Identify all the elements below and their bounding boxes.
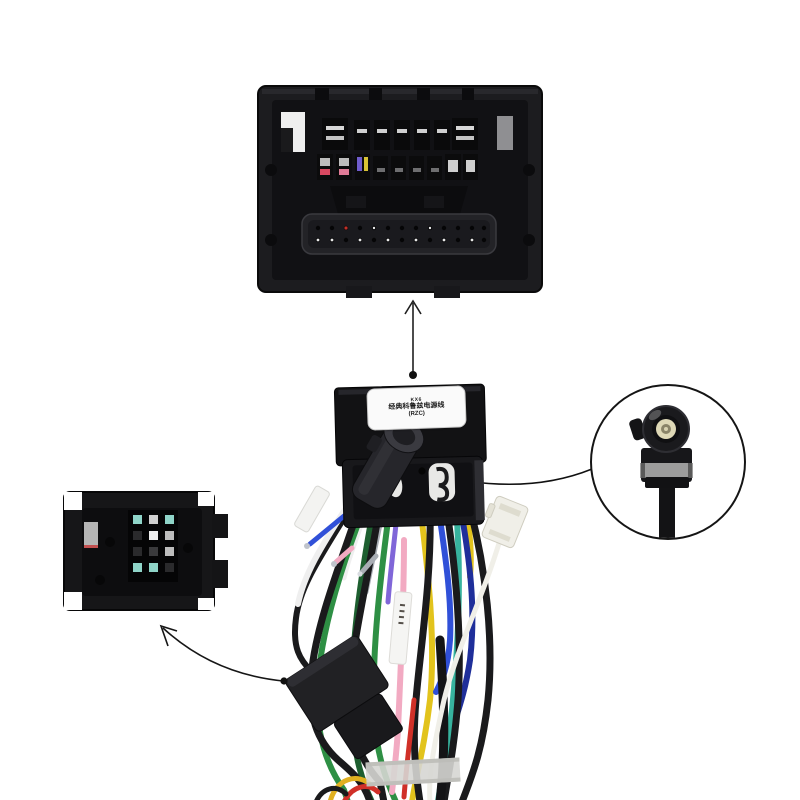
iso-power-block: [285, 635, 403, 760]
left-connector: [63, 491, 228, 611]
left-connector-pins: [128, 510, 178, 582]
fakra-detail-circle: [590, 384, 746, 540]
fakra-cable: [659, 482, 675, 538]
lower-pin-strip: [301, 213, 497, 255]
wire-sleeve: [294, 485, 413, 665]
gray-key-slot: [497, 116, 513, 150]
terminal-row-2: [317, 154, 478, 180]
left-arrow: [159, 624, 288, 685]
terminal-row-1: [322, 118, 478, 150]
product-label: KX6 经典科鲁兹电源线 (RZC): [367, 386, 466, 430]
fakra-gray-band: [640, 463, 693, 478]
up-arrow: [404, 299, 422, 379]
left-connector-metal-slot: [84, 522, 98, 548]
quadlock-connector: [257, 85, 543, 298]
loom-wrap-band: [365, 757, 461, 787]
pointer-dot-box: [418, 467, 426, 475]
product-label-brand: (RZC): [408, 411, 425, 418]
